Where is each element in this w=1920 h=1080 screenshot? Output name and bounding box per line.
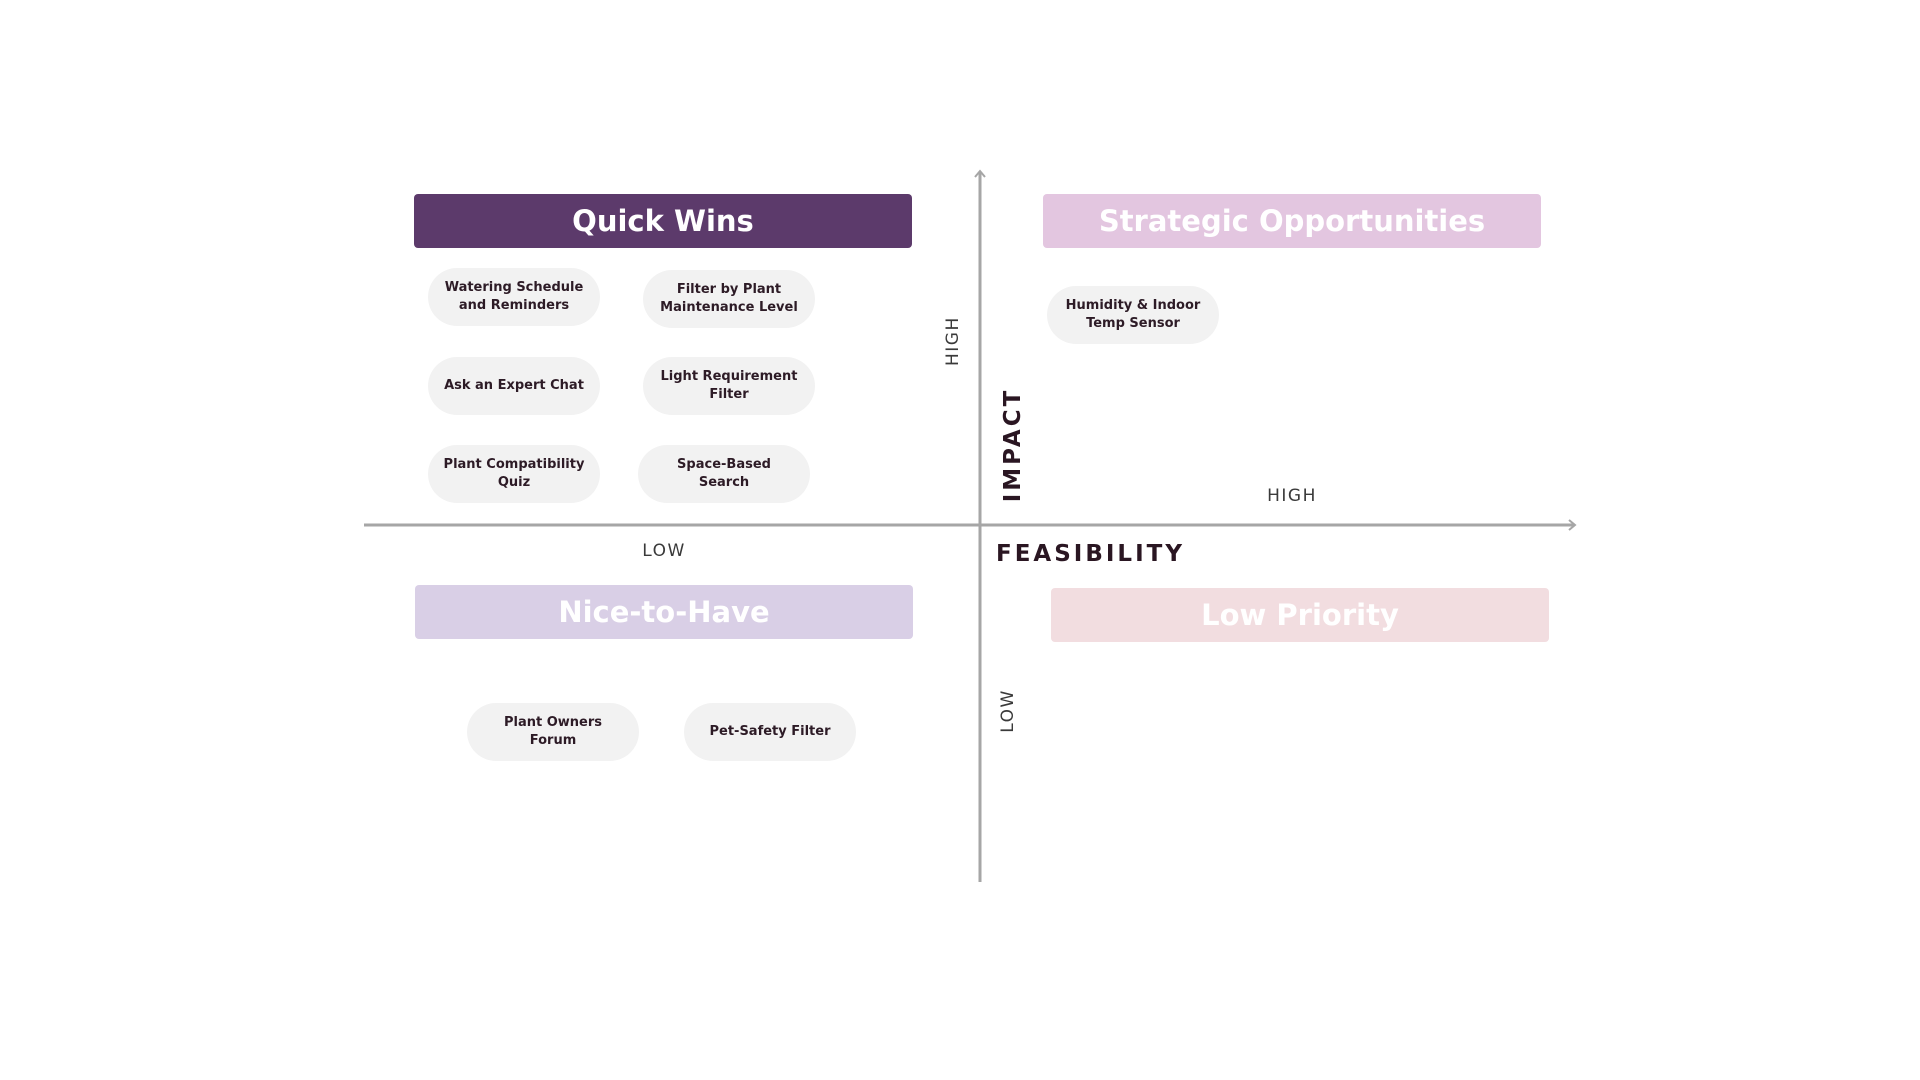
feasibility-high-label: HIGH <box>1267 486 1317 506</box>
feature-pill: Space-Based Search <box>638 445 810 503</box>
feature-pill: Pet-Safety Filter <box>684 703 856 761</box>
impact-axis-title: IMPACT <box>1000 387 1026 503</box>
feature-pill: Filter by Plant Maintenance Level <box>643 270 815 328</box>
impact-low-label: LOW <box>998 689 1018 733</box>
feasibility-axis-title: FEASIBILITY <box>996 541 1185 567</box>
impact-high-label: HIGH <box>943 316 963 366</box>
low-priority-header: Low Priority <box>1051 588 1549 642</box>
feature-pill: Watering Schedule and Reminders <box>428 268 600 326</box>
quick-wins-header: Quick Wins <box>414 194 912 248</box>
feature-pill: Ask an Expert Chat <box>428 357 600 415</box>
feature-pill: Plant Compatibility Quiz <box>428 445 600 503</box>
feature-pill: Humidity & Indoor Temp Sensor <box>1047 286 1219 344</box>
feature-pill: Plant Owners Forum <box>467 703 639 761</box>
nice-to-have-header: Nice-to-Have <box>415 585 913 639</box>
strategic-opportunities-header: Strategic Opportunities <box>1043 194 1541 248</box>
feature-pill: Light Requirement Filter <box>643 357 815 415</box>
feasibility-low-label: LOW <box>642 541 686 561</box>
